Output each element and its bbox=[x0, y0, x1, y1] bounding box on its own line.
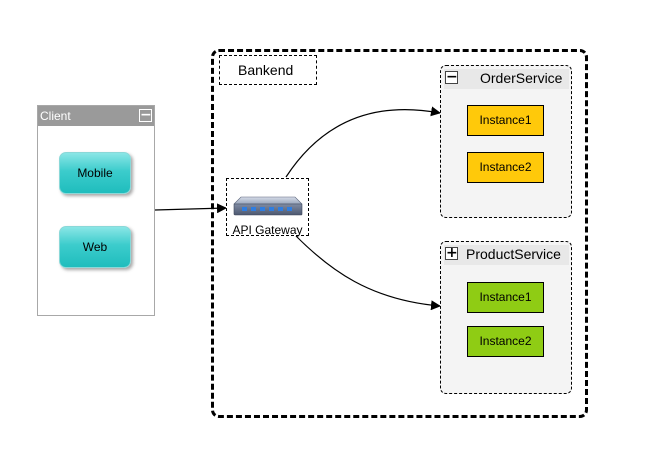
backend-container bbox=[211, 49, 588, 418]
edge-gateway-to-orderservice bbox=[285, 106, 441, 178]
order-instance-2[interactable]: Instance2 bbox=[467, 152, 544, 183]
backend-label: Bankend bbox=[219, 55, 317, 85]
order-instance-1[interactable]: Instance1 bbox=[467, 105, 544, 136]
api-gateway-label: API Gateway bbox=[232, 223, 303, 237]
mobile-node[interactable]: Mobile bbox=[59, 152, 131, 194]
order-service-title: OrderService bbox=[480, 70, 563, 86]
collapse-symbol: − bbox=[140, 107, 152, 123]
collapse-symbol: − bbox=[446, 69, 458, 85]
web-node[interactable]: Web bbox=[59, 226, 131, 268]
collapse-icon[interactable]: − bbox=[445, 69, 458, 85]
edge-client-to-gateway bbox=[154, 203, 227, 214]
client-title: Client bbox=[40, 109, 71, 123]
product-instance-2[interactable]: Instance2 bbox=[467, 326, 544, 357]
product-service-title: ProductService bbox=[466, 246, 561, 262]
order-service-header bbox=[444, 69, 569, 89]
product-instance-1[interactable]: Instance1 bbox=[467, 282, 544, 313]
collapse-icon[interactable]: − bbox=[139, 107, 152, 123]
product-service-header bbox=[444, 245, 569, 265]
expand-icon[interactable]: + bbox=[445, 245, 458, 261]
api-gateway-node[interactable] bbox=[226, 178, 309, 236]
expand-symbol: + bbox=[446, 245, 458, 261]
product-service-group: + ProductService Instance1 Instance2 bbox=[440, 241, 572, 394]
edge-gateway-to-productservice bbox=[295, 235, 441, 311]
order-service-group: − OrderService Instance1 Instance2 bbox=[440, 65, 572, 218]
client-pool: Client − Mobile Web bbox=[37, 105, 155, 316]
client-header: Client − bbox=[38, 106, 154, 126]
network-switch-icon bbox=[233, 196, 303, 216]
